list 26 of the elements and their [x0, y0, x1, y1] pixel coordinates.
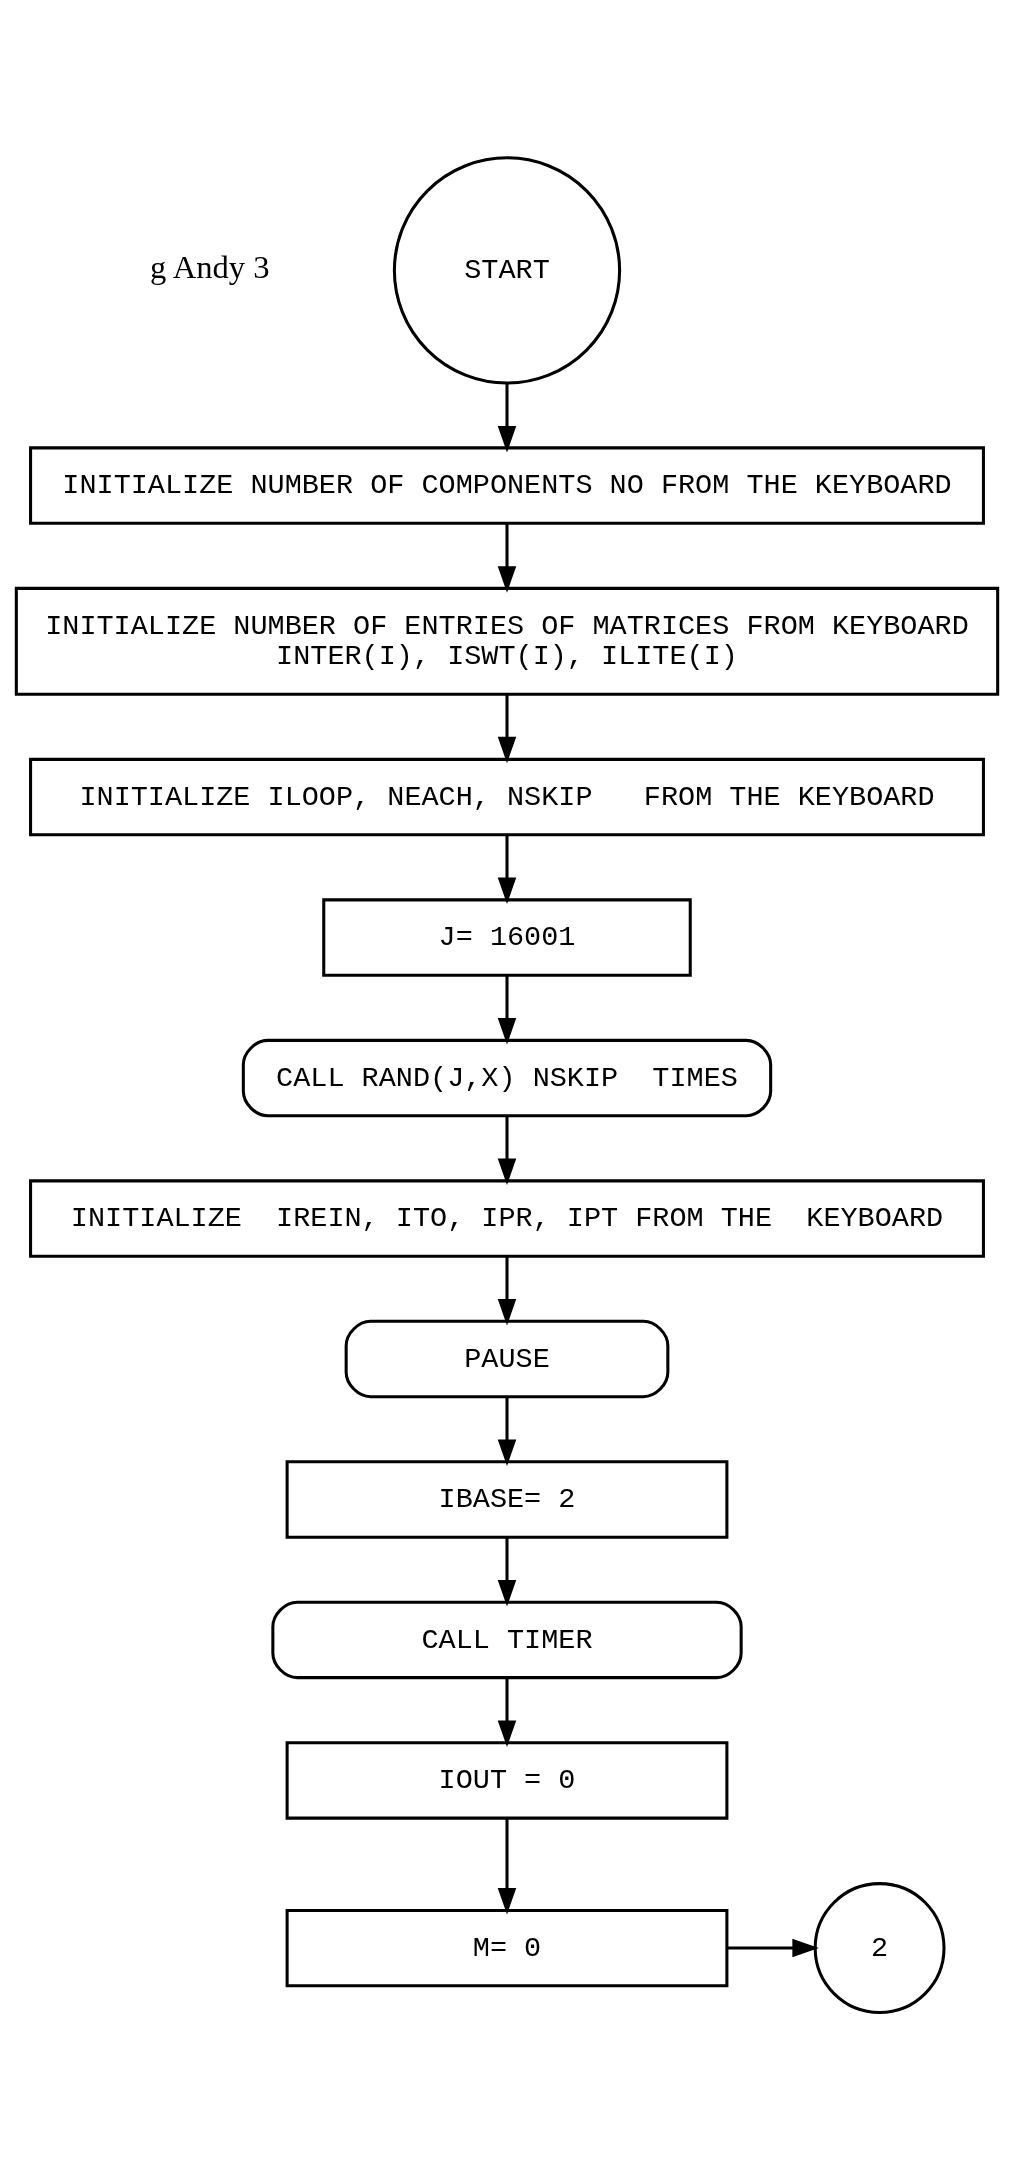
node-box: PAUSE — [344, 1319, 670, 1398]
arrow — [497, 382, 517, 452]
arrow — [497, 1818, 517, 1914]
node-box: INITIALIZE IREIN, ITO, IPR, IPT FROM THE KEYBOARD — [29, 1178, 985, 1258]
node-box: IBASE= 2 — [285, 1459, 729, 1539]
arrow — [497, 1677, 517, 1747]
node-box: INITIALIZE NUMBER OF ENTRIES OF MATRICES FROM KEYBOARD INTER(I), ISWT(I), ILITE(I) — [14, 586, 1000, 696]
node-box: CALL TIMER — [271, 1600, 743, 1679]
arrow — [497, 523, 517, 593]
arrow — [497, 834, 517, 904]
node-box: CALL RAND(J,X) NSKIP TIMES — [241, 1038, 773, 1117]
node-circle: START — [392, 155, 622, 385]
arrow — [497, 1536, 517, 1606]
node-box: J= 16001 — [322, 897, 692, 977]
label: g Andy 3 — [150, 248, 270, 285]
node-circle: 2 — [813, 1881, 946, 2014]
arrow — [497, 1115, 517, 1185]
arrow — [727, 1938, 819, 1957]
arrow — [497, 694, 517, 763]
arrow — [497, 974, 517, 1045]
node-box: INITIALIZE ILOOP, NEACH, NSKIP FROM THE KEYBOARD — [29, 757, 985, 836]
node-box: M= 0 — [285, 1908, 729, 1987]
node-box: IOUT = 0 — [285, 1740, 729, 1820]
arrow — [497, 1396, 517, 1466]
arrow — [497, 1255, 517, 1325]
node-box: INITIALIZE NUMBER OF COMPONENTS NO FROM THE KEYBOARD — [29, 445, 985, 525]
